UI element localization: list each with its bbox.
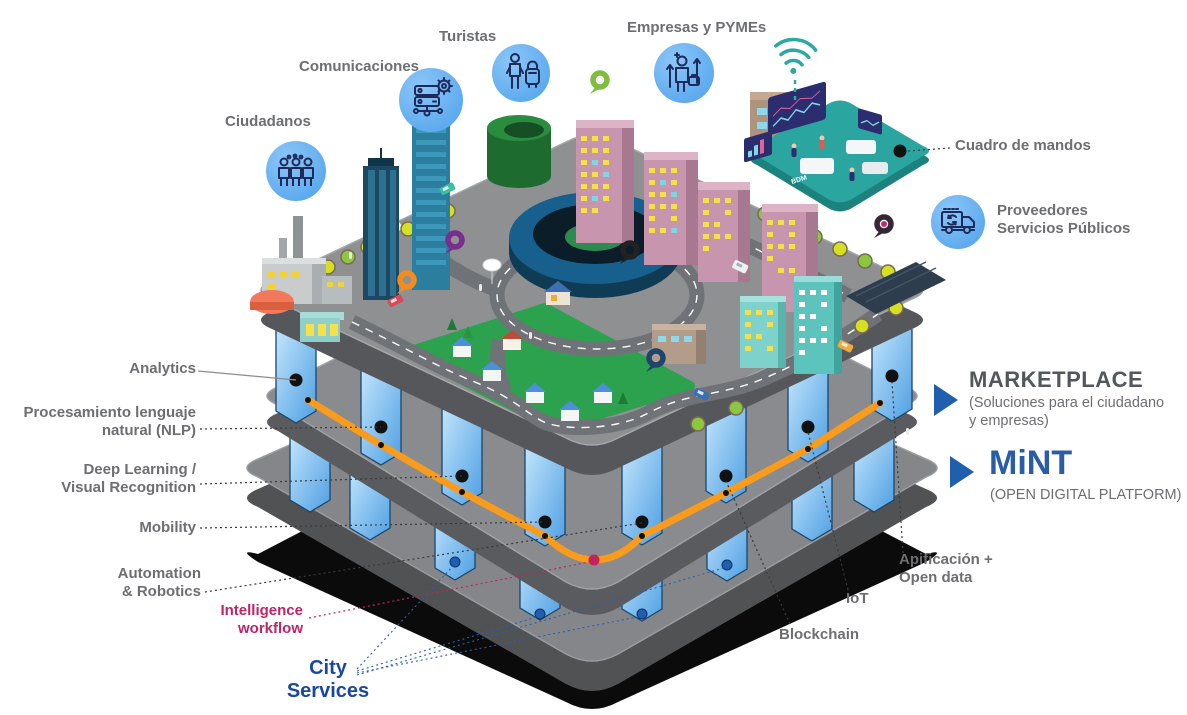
teal-buildings [740,276,842,374]
nlp-label: Procesamiento lenguaje natural (NLP) [23,404,196,439]
mint-subtitle: (OPEN DIGITAL PLATFORM) [990,487,1182,503]
pin-navy [646,348,666,372]
green-cylinder [487,115,551,188]
proveedores-label: Proveedores Servicios Públicos [997,202,1131,237]
cuadro-de-mandos-label: Cuadro de mandos [955,137,1091,154]
pin-orange [397,270,417,294]
providers-truck-icon [931,195,985,249]
cable-attach-dots [305,397,883,539]
gap1-pillars [275,326,913,547]
wifi-icon [774,37,818,74]
dashboard-people [791,135,855,181]
automation-robotics-label: Automation & Robotics [117,565,201,600]
comunicaciones-label: Comunicaciones [299,58,420,75]
city-services-label: City Services [286,657,370,702]
blue-house [544,281,572,305]
pin-green [590,70,610,94]
dashboard-badge: BDM [790,174,807,186]
dashboard-platform: BDM [744,81,929,212]
map-pins [397,70,894,372]
marketplace-arrow-icon [934,384,958,416]
park-houses [447,318,628,421]
ciudadanos-label: Ciudadanos [225,113,311,130]
pin-black [620,240,640,264]
marketplace-subtitle: (Soluciones para el ciudadano y empresas… [969,395,1165,429]
dashboard-screen-right [858,108,882,135]
empresas-label: Empresas y PYMEs [627,19,767,36]
citizens-icon [266,141,326,201]
business-icon [654,43,714,103]
tan-building [652,324,706,364]
tourists-icon [492,44,550,102]
city [250,70,946,435]
cars [387,182,854,401]
pin-magenta [874,214,894,238]
mint-title: MiNT [989,444,1073,482]
pedestrians [349,252,909,435]
analytics-label: Analytics [129,360,196,377]
marketplace-title: MARKETPLACE [969,367,1144,392]
intelligence-workflow-label: Intelligence workflow [220,602,303,637]
cuadro-anchor-dot [893,144,907,158]
city-services-dots [449,556,733,620]
teal-shop [300,312,344,342]
leader-lines [197,147,951,676]
deep-learning-label: Deep Learning / Visual Recognition [61,461,196,496]
apificacion-open-data-label: Apificación + Open data [899,551,993,586]
dashboard-podiums [800,140,888,174]
pin-purple [445,230,465,254]
iot-label: IoT [846,590,869,607]
communications-icon [399,68,463,132]
turistas-label: Turistas [439,28,497,45]
dashboard-screen-small [744,131,772,163]
balloon [482,258,502,272]
mobility-label: Mobility [139,519,196,536]
capability-anchor-dots [289,369,899,529]
intelligence-workflow-dot [588,554,600,566]
blockchain-label: Blockchain [779,626,860,643]
navy-tower [363,148,399,300]
mint-arrow-icon [950,456,974,488]
dashboard-screen-large [768,81,826,136]
